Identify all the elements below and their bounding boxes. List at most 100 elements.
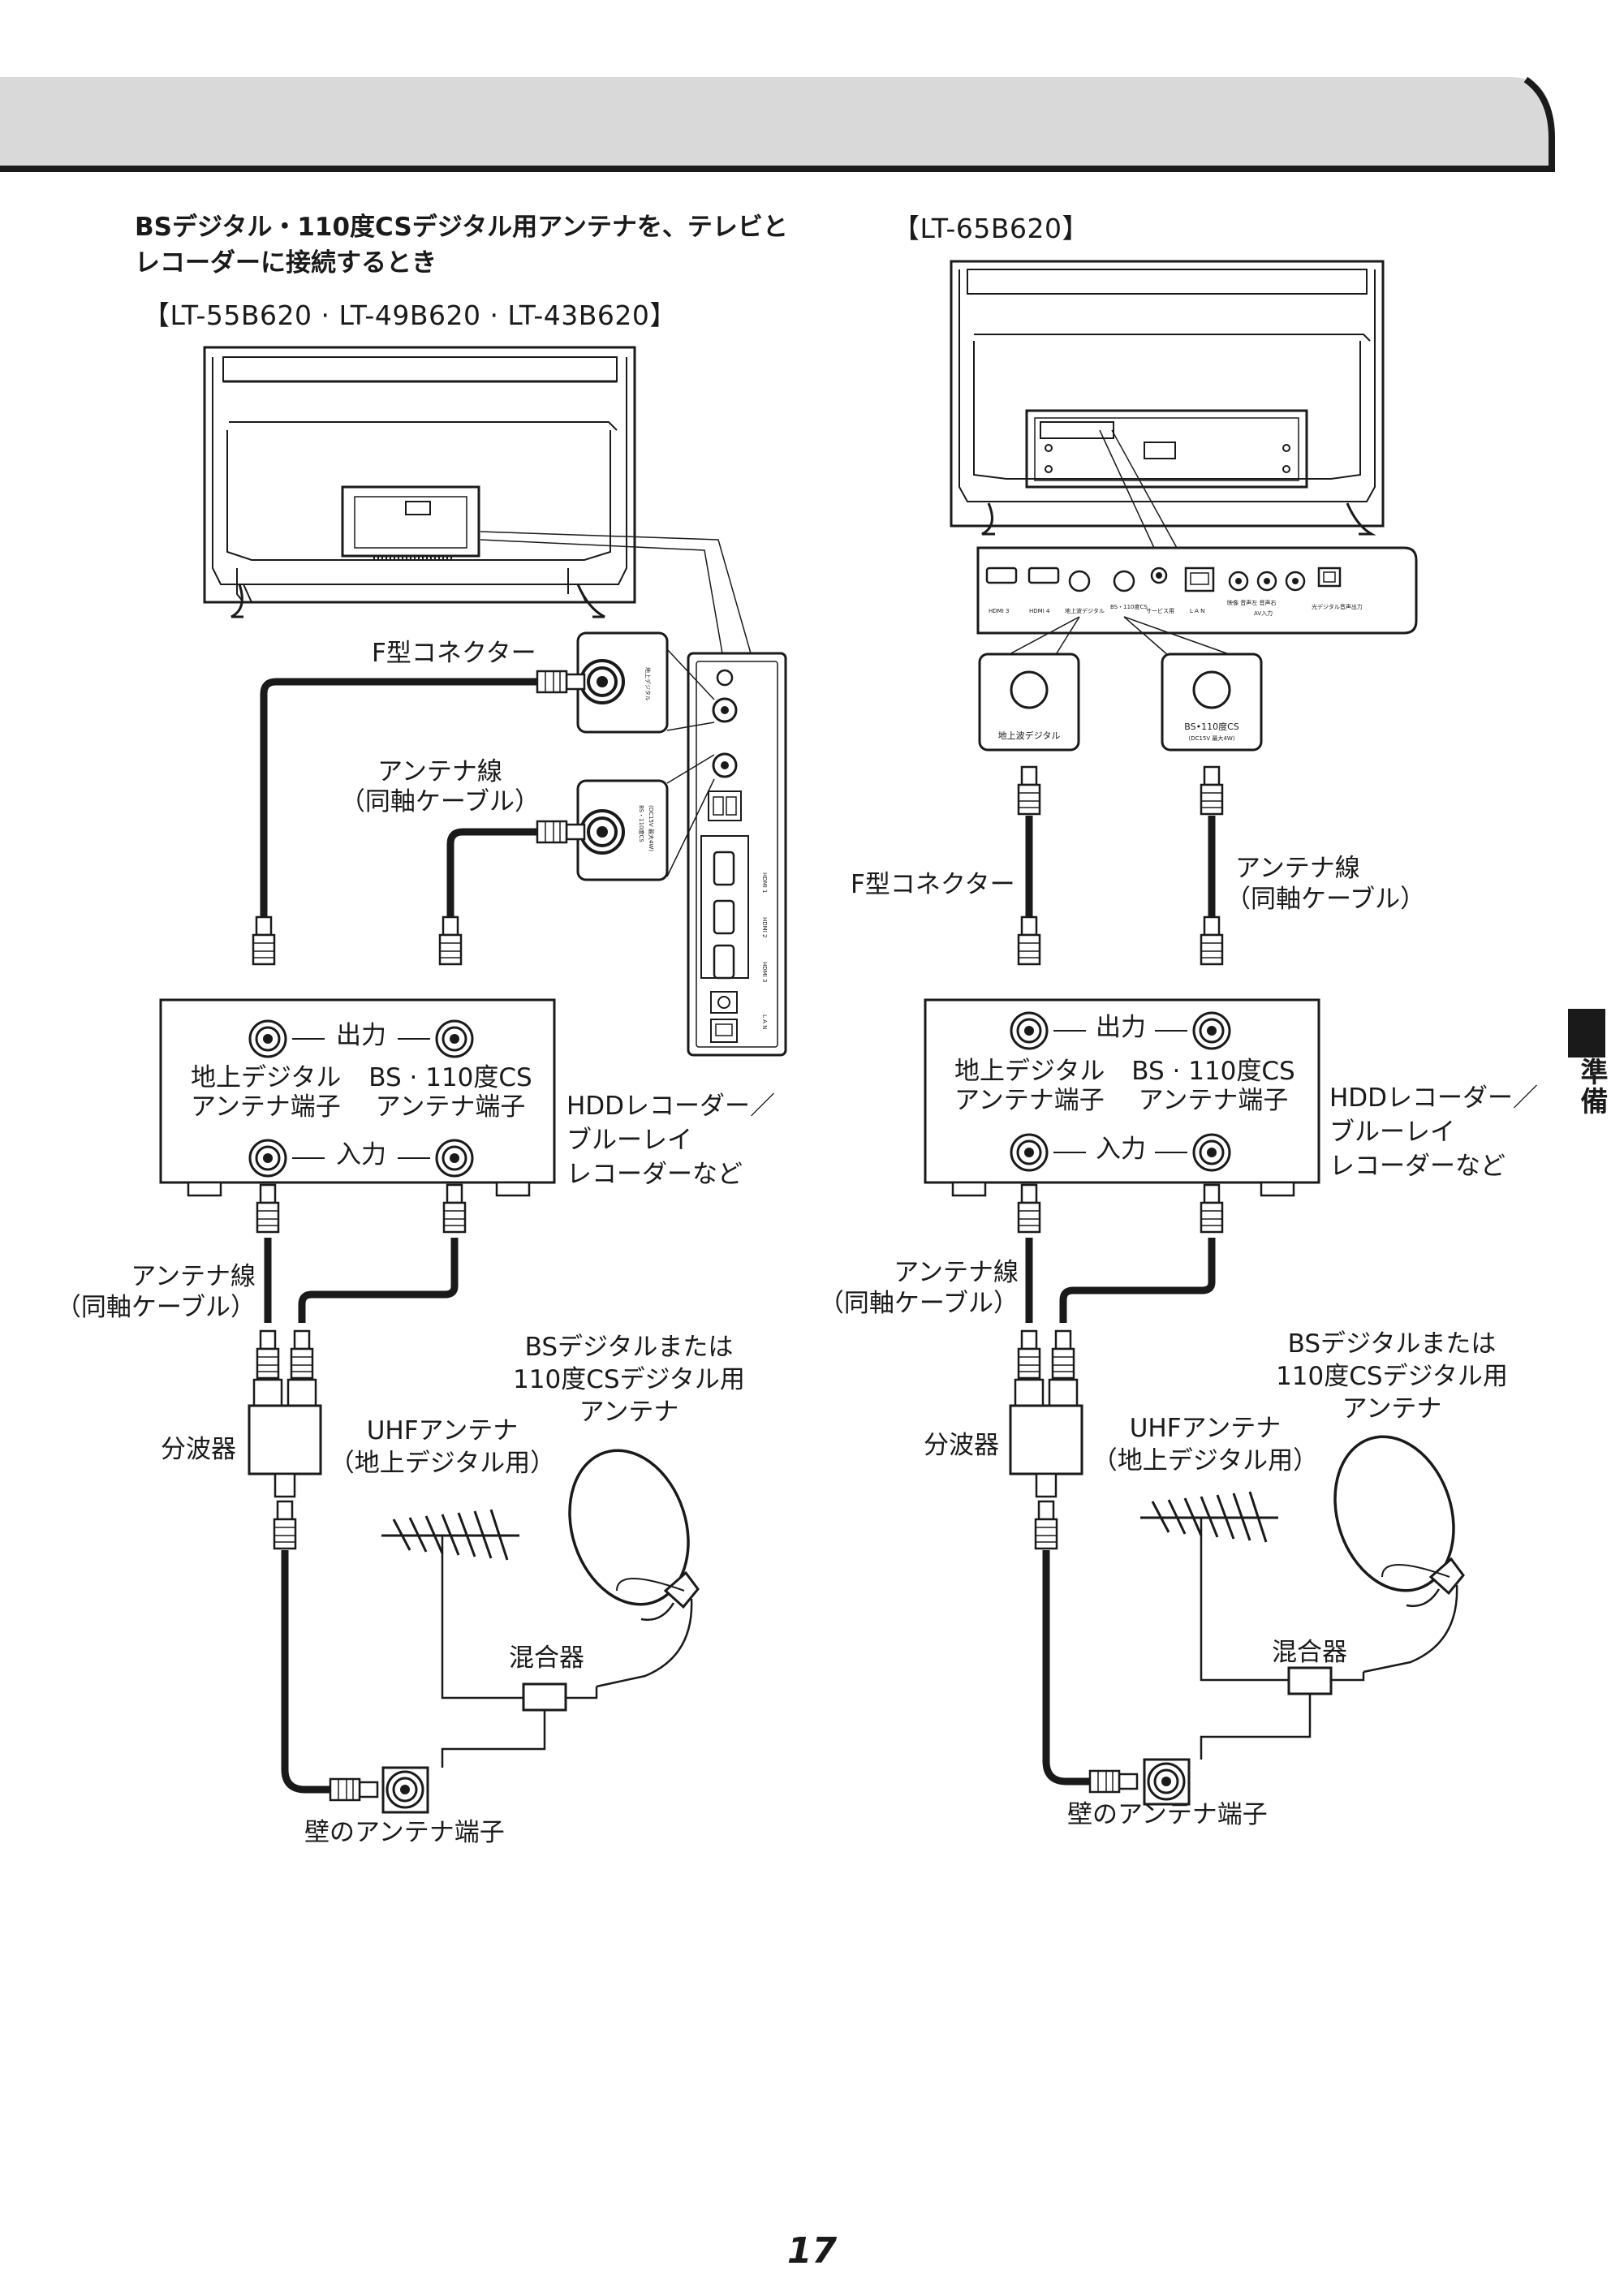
- right-cable2-line1: アンテナ線: [894, 1258, 1019, 1287]
- left-callout-terrestrial: 地上デジタル: [576, 631, 669, 734]
- left-cable2-line1: アンテナ線: [131, 1262, 256, 1291]
- left-callout-leaders: [666, 648, 715, 877]
- right-splitter: [1009, 1378, 1139, 1794]
- side-port-hdmi1-label: HDMI 1: [761, 872, 768, 893]
- right-tag-leaders: [1006, 616, 1234, 657]
- left-lower-cables: [256, 1183, 467, 1380]
- strip-hdmi3-label: HDMI 3: [989, 608, 1009, 614]
- left-recorder-line3: レコーダーなど: [566, 1160, 743, 1189]
- left-model-label: 【LT-55B620 · LT-49B620 · LT-43B620】: [143, 299, 677, 331]
- callout-bs-label: BS・110度CS: [638, 805, 645, 842]
- right-uhf-line2: （地上デジタル用）: [1092, 1446, 1319, 1475]
- right-recorder: [924, 998, 1320, 1197]
- left-bs-dish: [568, 1449, 700, 1688]
- page-number: 17: [786, 2230, 838, 2272]
- strip-service-label: サービス用: [1146, 607, 1174, 614]
- right-upper-cables: [1017, 765, 1224, 966]
- left-cable2-line2: （同軸ケーブル）: [55, 1293, 256, 1322]
- section-banner: [0, 76, 1555, 172]
- strip-lan-label: L A N: [1190, 608, 1204, 614]
- left-terrestrial-terminal-line2: アンテナ端子: [191, 1092, 341, 1122]
- tag-bs-label: BS•110度CS: [1184, 721, 1238, 732]
- left-terrestrial-terminal-line1: 地上デジタル: [191, 1063, 342, 1092]
- right-panel-leaders: [1099, 429, 1178, 549]
- right-mixer: [1200, 1666, 1365, 1760]
- right-lower-cables: [1017, 1183, 1224, 1380]
- right-bs-terminal-line2: アンテナ端子: [1138, 1086, 1289, 1115]
- right-tag-bs: BS•110度CS (DC15V 最大4W): [1161, 653, 1263, 752]
- left-output-label: 出力: [336, 1021, 386, 1050]
- side-tab-marker: [1568, 1009, 1605, 1058]
- right-recorder-line2: ブルーレイ: [1329, 1118, 1455, 1147]
- strip-av-label: 映像 音声左 音声右: [1227, 599, 1276, 606]
- right-model-label: 【LT-65B620】: [893, 213, 1089, 244]
- left-antenna-cable-label-line2: （同軸ケーブル）: [339, 787, 541, 816]
- left-upper-cables: [252, 670, 586, 966]
- right-wall-terminal: [1143, 1758, 1191, 1806]
- right-bs-dish: [1333, 1435, 1465, 1674]
- left-wall-terminal-label: 壁のアンテナ端子: [304, 1818, 505, 1847]
- right-f-connector-label: F型コネクター: [851, 870, 1015, 899]
- section-heading-line2: レコーダーに接続するとき: [135, 248, 437, 278]
- left-uhf-line1: UHFアンテナ: [366, 1416, 519, 1445]
- left-input-label: 入力: [336, 1140, 386, 1170]
- right-mixer-label: 混合器: [1272, 1638, 1347, 1667]
- left-recorder-line1: HDDレコーダー／: [566, 1092, 776, 1121]
- left-mixer-label: 混合器: [509, 1643, 584, 1673]
- left-antenna-cable-label-line1: アンテナ線: [377, 757, 502, 786]
- left-uhf-antenna: [381, 1509, 528, 1699]
- left-bs-antenna-line3: アンテナ: [579, 1398, 679, 1427]
- right-uhf-line1: UHFアンテナ: [1129, 1414, 1282, 1443]
- right-antenna-cable-line2: （同軸ケーブル）: [1226, 885, 1426, 914]
- strip-optical-label: 光デジタル音声出力: [1312, 603, 1363, 610]
- left-panel-leaders: [480, 531, 752, 654]
- left-splitter: [248, 1378, 379, 1802]
- right-recorder-line1: HDDレコーダー／: [1329, 1083, 1539, 1113]
- right-recorder-line3: レコーダーなど: [1329, 1152, 1506, 1181]
- tag-terrestrial-label: 地上波デジタル: [998, 730, 1061, 741]
- section-heading-line1: BSデジタル・110度CSデジタル用アンテナを、テレビと: [135, 213, 788, 242]
- left-splitter-label: 分波器: [161, 1435, 236, 1464]
- right-antenna-cable-line1: アンテナ線: [1235, 854, 1360, 883]
- right-uhf-antenna: [1140, 1491, 1290, 1682]
- side-port-lan-label: L A N: [761, 1014, 768, 1029]
- right-terrestrial-terminal-line2: アンテナ端子: [954, 1086, 1105, 1115]
- left-bs-terminal-line1: BS · 110度CS: [368, 1063, 532, 1092]
- callout-terrestrial-label: 地上デジタル: [644, 667, 652, 701]
- left-recorder: [159, 998, 556, 1197]
- side-port-hdmi2-label: HDMI 2: [761, 917, 768, 937]
- left-f-connector-label: F型コネクター: [372, 639, 536, 668]
- right-wall-terminal-label: 壁のアンテナ端子: [1067, 1800, 1268, 1829]
- right-input-label: 入力: [1096, 1135, 1146, 1164]
- left-uhf-line2: （地上デジタル用）: [329, 1449, 556, 1478]
- side-tab-label: 準備: [1575, 1058, 1608, 1116]
- left-callout-bs: BS・110度CS (DC15V 最大4W): [576, 779, 669, 881]
- right-tag-terrestrial: 地上波デジタル: [978, 653, 1080, 752]
- strip-bs-label: BS・110度CS: [1110, 603, 1148, 610]
- right-terminal-strip: HDMI 3 HDMI 4 地上波デジタル BS・110度CS サービス用 L …: [976, 546, 1418, 635]
- left-bs-terminal-line2: アンテナ端子: [375, 1092, 526, 1122]
- right-cable2-line2: （同軸ケーブル）: [818, 1289, 1019, 1318]
- left-tv-rear: [203, 346, 636, 618]
- right-terrestrial-terminal-line1: 地上デジタル: [954, 1057, 1105, 1086]
- callout-bs-sub: (DC15V 最大4W): [648, 805, 655, 851]
- right-bs-antenna-line3: アンテナ: [1342, 1394, 1442, 1424]
- left-bs-antenna-line1: BSデジタルまたは: [524, 1333, 734, 1362]
- right-tv-rear: [950, 260, 1385, 536]
- left-recorder-line2: ブルーレイ: [566, 1126, 692, 1155]
- right-output-label: 出力: [1096, 1013, 1146, 1042]
- left-mixer: [441, 1682, 598, 1768]
- right-bs-terminal-line1: BS · 110度CS: [1131, 1057, 1295, 1086]
- tag-bs-sub: (DC15V 最大4W): [1188, 734, 1234, 742]
- side-port-hdmi3-label: HDMI 3: [761, 962, 768, 982]
- right-splitter-label: 分波器: [924, 1431, 999, 1460]
- left-bs-antenna-line2: 110度CSデジタル用: [513, 1365, 745, 1394]
- strip-hdmi4-label: HDMI 4: [1029, 608, 1050, 614]
- strip-av-in-label: AV入力: [1254, 610, 1273, 617]
- left-side-terminal-panel: HDMI 1 HDMI 2 HDMI 3 L A N: [687, 652, 787, 1057]
- right-bs-antenna-line2: 110度CSデジタル用: [1276, 1362, 1508, 1391]
- right-bs-antenna-line1: BSデジタルまたは: [1287, 1329, 1497, 1359]
- strip-terrestrial-label: 地上波デジタル: [1065, 607, 1105, 614]
